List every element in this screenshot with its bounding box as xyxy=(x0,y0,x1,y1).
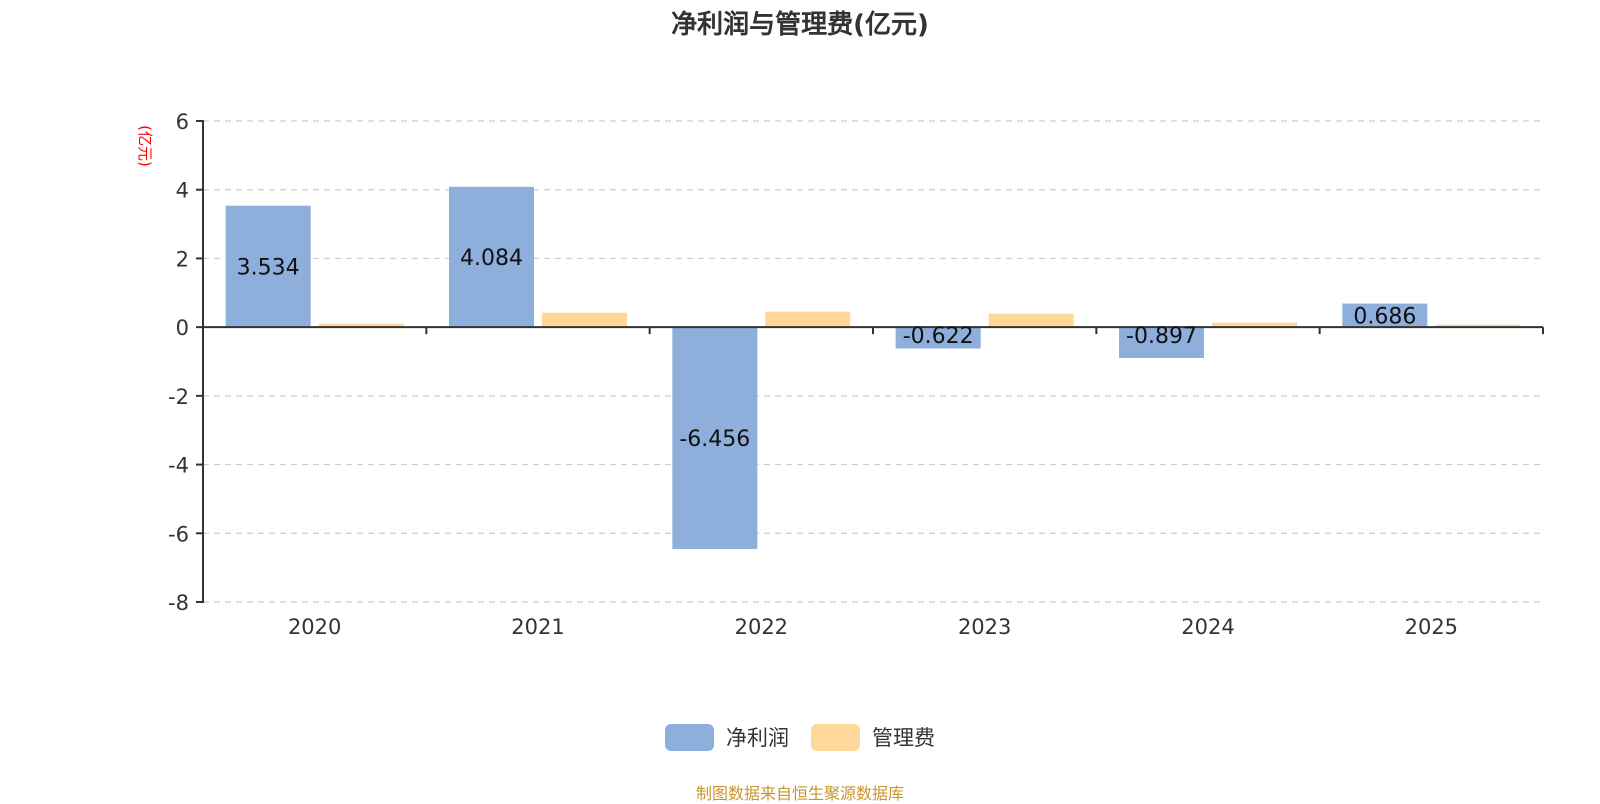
data-label: -0.622 xyxy=(903,324,974,349)
data-label: 3.534 xyxy=(237,255,300,280)
y-tick-label: 4 xyxy=(176,179,189,203)
bar-net-profit xyxy=(1342,303,1428,328)
bar-admin-expense xyxy=(542,312,627,328)
y-tick-label: 2 xyxy=(176,247,189,271)
legend-label: 管理费 xyxy=(872,726,935,750)
axes: 6 4 2 0 -2 -4 -6 -8 2020 2021 2022 2023 2024 2025 xyxy=(168,110,1544,639)
x-tick-label: 2024 xyxy=(1181,615,1234,639)
legend-swatch-net-profit xyxy=(665,723,714,751)
bar-admin-expense xyxy=(318,323,404,328)
bar-admin-expense xyxy=(988,313,1074,328)
data-label: -6.456 xyxy=(679,427,750,452)
x-tick-label: 2020 xyxy=(288,615,341,639)
y-tick-label: -8 xyxy=(168,591,189,615)
data-label: 4.084 xyxy=(460,246,523,271)
legend-item-admin-expense[interactable]: 管理费 xyxy=(811,722,935,752)
y-tick-label: -2 xyxy=(168,385,189,409)
data-label: 0.686 xyxy=(1353,304,1416,329)
bars xyxy=(225,186,1521,549)
bar-net-profit xyxy=(1119,327,1204,358)
y-tick-label: -6 xyxy=(168,522,189,546)
source-note: 制图数据来自恒生聚源数据库 xyxy=(695,784,904,803)
bar-net-profit xyxy=(225,205,311,328)
legend: 净利润 管理费 xyxy=(0,722,1600,752)
legend-swatch-admin-expense xyxy=(811,723,860,751)
y-tick-label: 6 xyxy=(176,110,189,134)
data-labels: 3.534 4.084 -6.456 -0.622 -0.897 0.686 xyxy=(237,246,1417,452)
y-tick-label: 0 xyxy=(176,316,189,340)
bar-net-profit xyxy=(895,327,981,349)
x-tick-label: 2022 xyxy=(735,615,788,639)
legend-item-net-profit[interactable]: 净利润 xyxy=(665,722,789,752)
x-tick-label: 2025 xyxy=(1405,615,1458,639)
bar-net-profit xyxy=(449,186,534,328)
grid-lines xyxy=(203,120,1543,603)
bar-admin-expense xyxy=(1212,322,1297,328)
x-tick-label: 2021 xyxy=(511,615,564,639)
chart-title: 净利润与管理费(亿元) xyxy=(671,10,929,40)
bar-net-profit xyxy=(672,327,758,549)
legend-label: 净利润 xyxy=(726,726,789,750)
y-tick-label: -4 xyxy=(168,454,189,478)
x-tick-label: 2023 xyxy=(958,615,1011,639)
bar-admin-expense xyxy=(765,311,851,328)
data-label: -0.897 xyxy=(1126,324,1197,349)
y-axis-title: (亿元) xyxy=(136,125,154,167)
bar-admin-expense xyxy=(1435,324,1521,328)
